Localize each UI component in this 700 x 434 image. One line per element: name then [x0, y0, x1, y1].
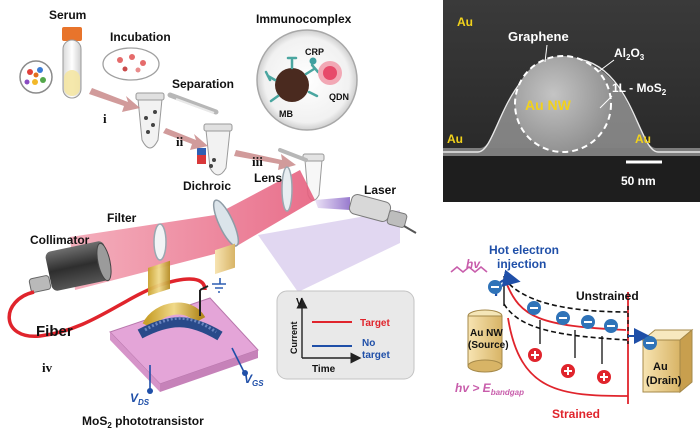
label-serum: Serum: [49, 8, 86, 22]
optical-beams: [70, 170, 400, 292]
phototransistor-device: [109, 243, 259, 394]
band-hv: hv: [466, 257, 481, 271]
label-immunocomplex: Immunocomplex: [256, 12, 352, 26]
label-vds: VDS: [130, 391, 150, 407]
process-arrows: [89, 88, 296, 170]
inset-legend-no-target-1: No: [362, 338, 375, 349]
sem-mos2: 1L - MoS2: [612, 81, 667, 97]
inset-legend-target: Target: [360, 318, 390, 329]
band-hot-electron-1: Hot electron: [489, 243, 559, 257]
sample-magnifier: [19, 60, 53, 94]
label-qdn: QDN: [329, 92, 349, 102]
sem-al2o3: Al2O3: [614, 46, 645, 62]
sem-au-tl: Au: [457, 15, 473, 29]
sem-au-bl: Au: [447, 132, 463, 146]
label-collimator: Collimator: [30, 233, 90, 247]
band-diagram: [450, 265, 694, 404]
incubation-tube: [135, 92, 165, 149]
inset-ylabel: Current: [289, 321, 299, 354]
label-filter: Filter: [107, 211, 137, 225]
current-time-inset: V Current Time Target No target: [276, 290, 415, 380]
inset-xlabel: Time: [312, 364, 336, 375]
immunocomplex-magnifier: [256, 29, 358, 131]
filter-element: [153, 223, 167, 261]
lens: [281, 166, 293, 212]
label-step-i: i: [103, 111, 107, 126]
band-source-2: (Source): [468, 340, 509, 351]
label-step-iv: iv: [42, 360, 53, 375]
sem-au-br: Au: [635, 132, 651, 146]
serum-tube: [62, 27, 82, 99]
label-dichroic: Dichroic: [183, 179, 231, 193]
separation-setup: [167, 92, 233, 176]
inset-legend-no-target-2: target: [362, 350, 390, 361]
label-incubation: Incubation: [110, 30, 171, 44]
label-mb: MB: [279, 109, 293, 119]
band-unstrained: Unstrained: [576, 289, 639, 303]
label-vgs: VGS: [244, 372, 264, 388]
optical-fiber: [7, 277, 207, 338]
band-hot-electron-2: injection: [497, 257, 546, 271]
sem-graphene: Graphene: [508, 29, 569, 44]
sem-leader-lines: [544, 44, 615, 109]
band-drain-1: Au: [653, 361, 668, 373]
dichroic-mirror: [212, 199, 240, 247]
band-strained: Strained: [552, 407, 600, 421]
incubation-dish: [102, 47, 160, 81]
sem-image: [443, 0, 700, 202]
label-lens: Lens: [254, 171, 282, 185]
label-laser: Laser: [364, 183, 396, 197]
label-fiber: Fiber: [36, 323, 73, 340]
collimator: [28, 241, 112, 293]
label-step-iii: iii: [252, 154, 263, 169]
device-caption: MoS2 phototransistor: [82, 414, 204, 430]
band-source-1: Au NW: [470, 328, 503, 339]
sem-scalebar-label: 50 nm: [621, 174, 656, 188]
band-condition: hv > Ebandgap: [455, 381, 524, 397]
sem-au-nw: Au NW: [525, 97, 572, 113]
label-crp: CRP: [305, 47, 324, 57]
inset-y-top: V: [296, 297, 303, 308]
label-step-ii: ii: [176, 134, 184, 149]
band-drain-2: (Drain): [646, 375, 682, 387]
laser-device: [348, 194, 417, 234]
label-separation: Separation: [172, 77, 234, 91]
